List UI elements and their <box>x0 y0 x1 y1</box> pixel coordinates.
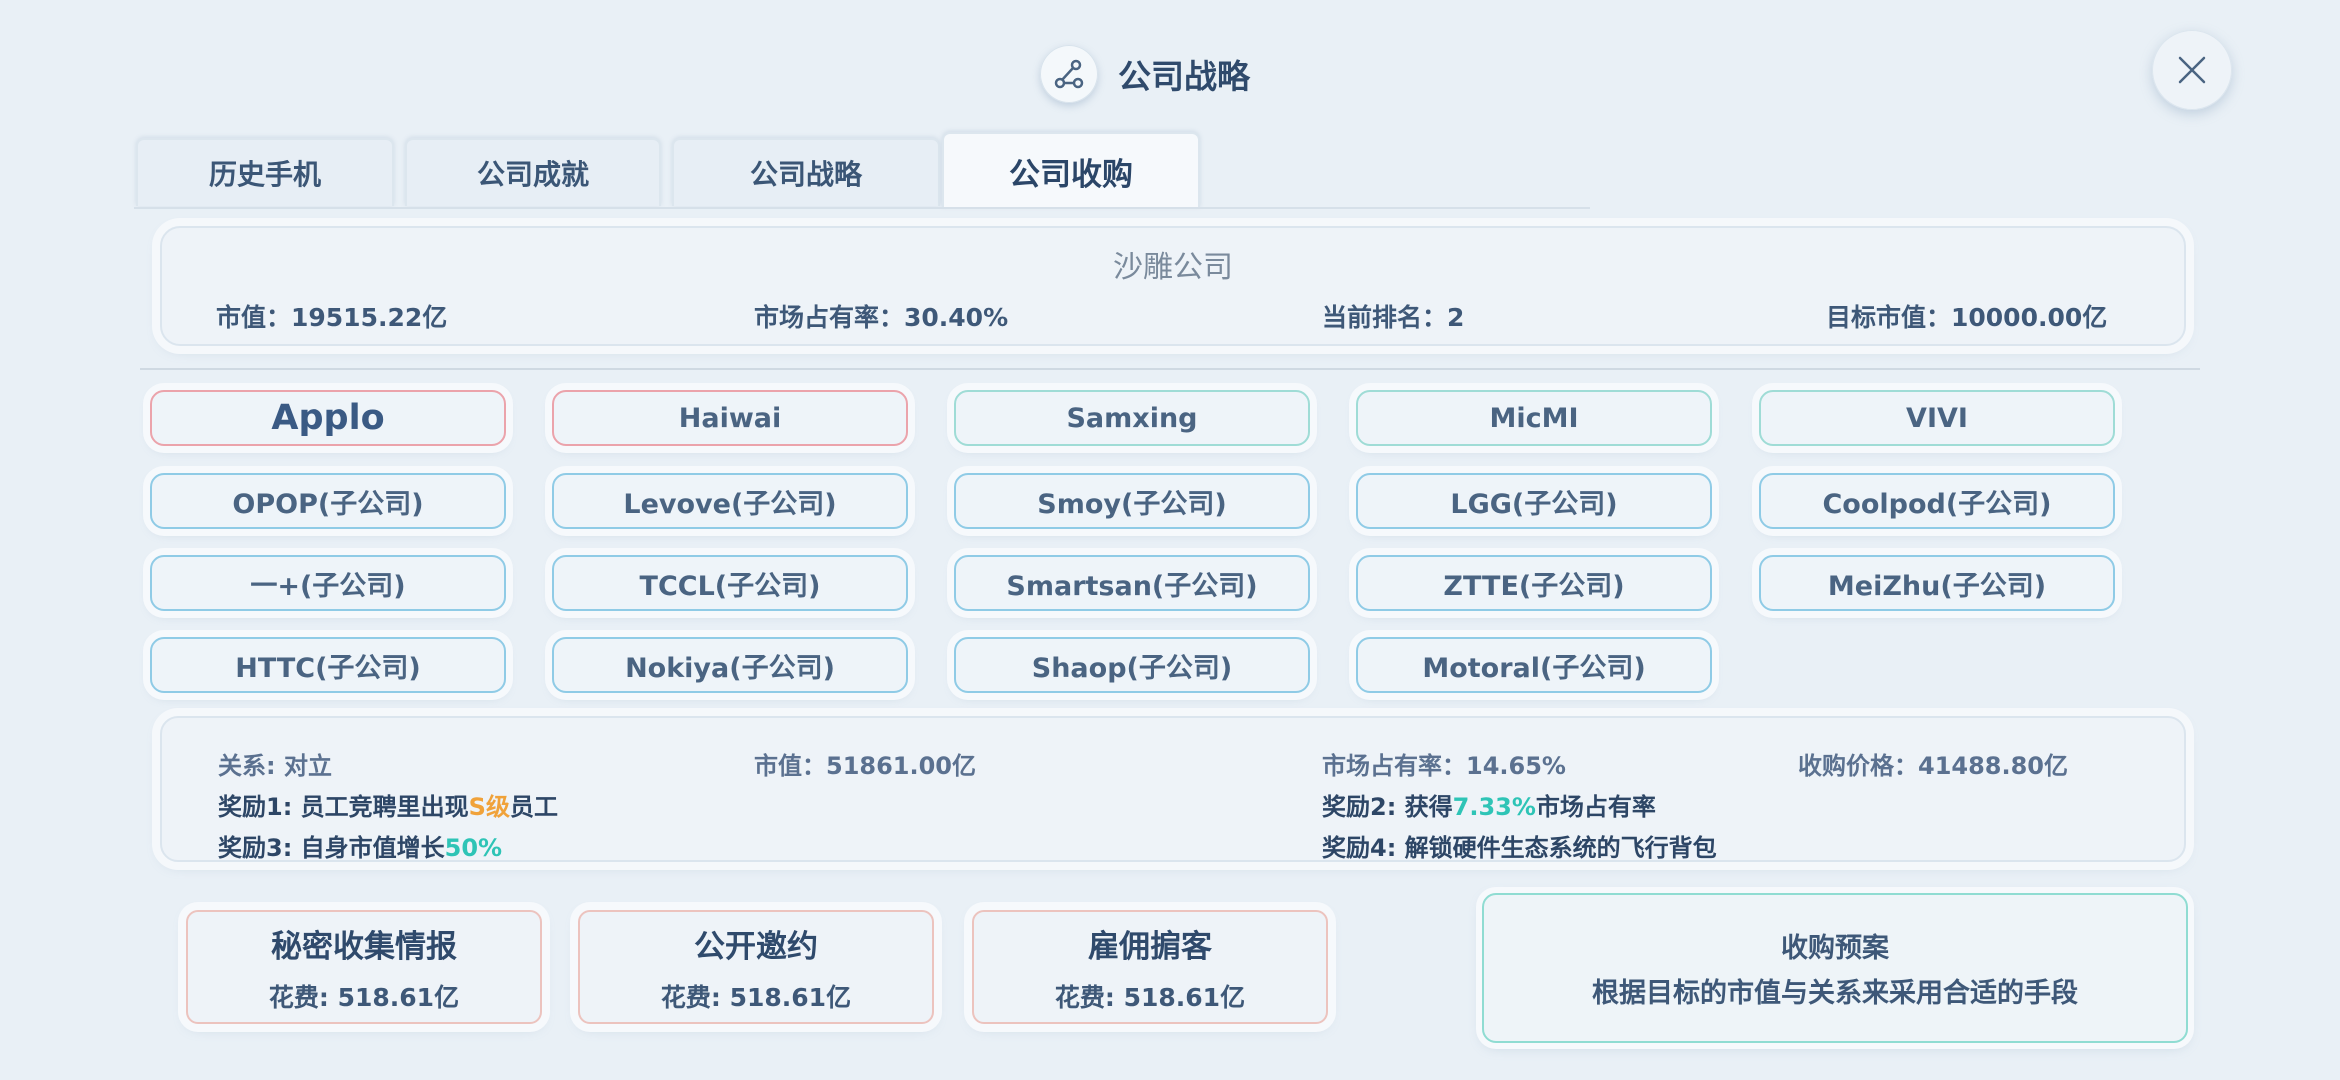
page-header: 公司战略 <box>1040 44 1250 104</box>
company-button[interactable]: 一+(子公司) <box>150 555 506 611</box>
reward-4: 奖励4: 解锁硬件生态系统的飞行背包 <box>1322 834 1717 862</box>
company-button[interactable]: TCCL(子公司) <box>552 555 908 611</box>
own-market-value: 市值：19515.22亿 <box>216 303 448 332</box>
close-icon <box>2178 56 2206 84</box>
company-button[interactable]: HTTC(子公司) <box>150 637 506 693</box>
acquisition-plan-button[interactable]: 收购预案 根据目标的市值与关系来采用合适的手段 <box>1482 893 2188 1043</box>
company-button[interactable]: MeiZhu(子公司) <box>1759 555 2115 611</box>
company-button[interactable]: Smartsan(子公司) <box>954 555 1310 611</box>
action-cost: 花费: 518.61亿 <box>660 982 852 1012</box>
company-button[interactable]: LGG(子公司) <box>1356 473 1712 529</box>
close-button[interactable] <box>2152 30 2232 110</box>
tab-achievements[interactable]: 公司成就 <box>405 138 661 206</box>
company-button[interactable]: Motoral(子公司) <box>1356 637 1712 693</box>
target-market-value: 市值：51861.00亿 <box>754 752 977 780</box>
company-button[interactable]: Smoy(子公司) <box>954 473 1310 529</box>
plan-title: 收购预案 <box>1781 933 1889 964</box>
target-detail-card: 关系: 对立 市值：51861.00亿 市场占有率：14.65% 收购价格：41… <box>160 716 2186 862</box>
company-button[interactable]: Applo <box>150 390 506 446</box>
page-title: 公司战略 <box>1118 57 1250 96</box>
company-button[interactable]: Coolpod(子公司) <box>1759 473 2115 529</box>
own-company-card: 沙雕公司 市值：19515.22亿 市场占有率：30.40% 当前排名：2 目标… <box>160 226 2186 346</box>
company-button[interactable]: ZTTE(子公司) <box>1356 555 1712 611</box>
target-market-value: 目标市值：10000.00亿 <box>1826 303 2108 332</box>
action-title: 公开邀约 <box>694 928 818 965</box>
relation-text: 关系: 对立 <box>218 752 332 780</box>
company-button[interactable]: VIVI <box>1759 390 2115 446</box>
tab-acquisition[interactable]: 公司收购 <box>942 132 1200 208</box>
public-offer-button[interactable]: 公开邀约 花费: 518.61亿 <box>578 910 934 1024</box>
company-name: 沙雕公司 <box>1113 250 1233 285</box>
hire-broker-button[interactable]: 雇佣掮客 花费: 518.61亿 <box>972 910 1328 1024</box>
plan-description: 根据目标的市值与关系来采用合适的手段 <box>1592 978 2078 1009</box>
company-button[interactable]: Samxing <box>954 390 1310 446</box>
company-button[interactable]: Levove(子公司) <box>552 473 908 529</box>
section-divider <box>140 368 2200 370</box>
secret-intel-button[interactable]: 秘密收集情报 花费: 518.61亿 <box>186 910 542 1024</box>
company-button[interactable]: Haiwai <box>552 390 908 446</box>
reward-2: 奖励2: 获得7.33%市场占有率 <box>1322 793 1656 821</box>
company-button[interactable]: OPOP(子公司) <box>150 473 506 529</box>
target-market-share: 市场占有率：14.65% <box>1322 752 1566 780</box>
action-title: 雇佣掮客 <box>1088 928 1212 965</box>
reward-3: 奖励3: 自身市值增长50% <box>218 834 503 862</box>
tabs-underline <box>134 207 1590 209</box>
action-title: 秘密收集情报 <box>271 928 457 965</box>
company-button[interactable]: MicMI <box>1356 390 1712 446</box>
own-market-share: 市场占有率：30.40% <box>754 303 1009 332</box>
company-button[interactable]: Nokiya(子公司) <box>552 637 908 693</box>
company-button[interactable]: Shaop(子公司) <box>954 637 1310 693</box>
acquisition-price: 收购价格：41488.80亿 <box>1798 752 2069 780</box>
action-cost: 花费: 518.61亿 <box>1054 982 1246 1012</box>
reward-1: 奖励1: 员工竞聘里出现S级员工 <box>218 793 558 821</box>
tab-strategy[interactable]: 公司战略 <box>672 138 940 206</box>
action-cost: 花费: 518.61亿 <box>268 982 460 1012</box>
strategy-node-icon <box>1040 45 1098 103</box>
tab-history-phones[interactable]: 历史手机 <box>136 138 394 206</box>
own-rank: 当前排名：2 <box>1322 303 1465 332</box>
